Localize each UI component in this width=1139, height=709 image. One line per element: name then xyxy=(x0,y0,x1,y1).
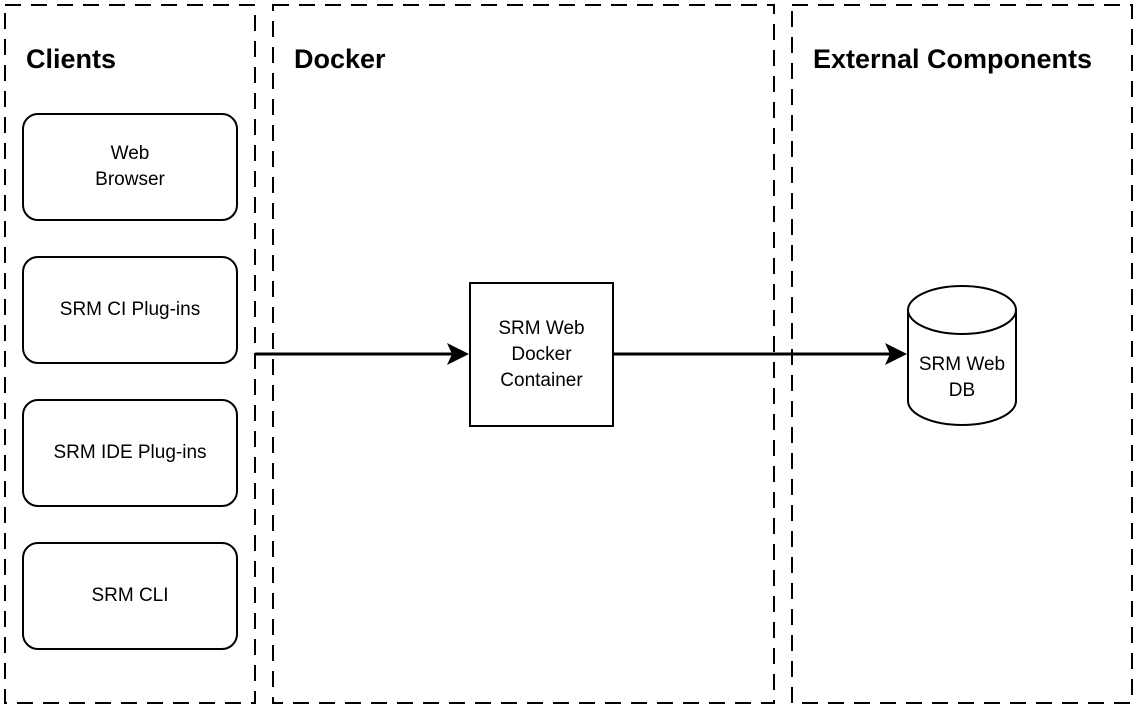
external-zone-title: External Components xyxy=(813,44,1093,74)
arrowhead-clients-to-docker xyxy=(447,343,469,365)
srm-ide-plugins-box: SRM IDE Plug-ins xyxy=(22,399,238,507)
web-browser-label-line2: Browser xyxy=(95,169,165,190)
db-label-line1: SRM Web xyxy=(918,354,1006,375)
clients-zone-title: Clients xyxy=(26,44,117,74)
docker-container-label-line2: Docker xyxy=(511,343,572,365)
docker-container-label-line1: SRM Web xyxy=(498,317,585,339)
srm-web-db-label: SRM Web DB xyxy=(906,350,1018,406)
srm-ide-plugins-label: SRM IDE Plug-ins xyxy=(53,442,207,463)
srm-web-docker-container-box: SRM Web Docker Container xyxy=(469,282,614,427)
srm-ci-plugins-box: SRM CI Plug-ins xyxy=(22,256,238,364)
web-browser-box: Web Browser xyxy=(22,113,238,221)
srm-ci-plugins-label: SRM CI Plug-ins xyxy=(59,299,201,320)
docker-container-label-line3: Container xyxy=(500,369,583,391)
srm-cli-label: SRM CLI xyxy=(91,585,169,606)
arrowhead-docker-to-db xyxy=(885,343,907,365)
database-cylinder xyxy=(907,285,1017,426)
srm-cli-box: SRM CLI xyxy=(22,542,238,650)
web-browser-label-line1: Web xyxy=(110,143,150,164)
db-label-line2: DB xyxy=(948,380,976,401)
docker-zone-title: Docker xyxy=(294,44,386,74)
